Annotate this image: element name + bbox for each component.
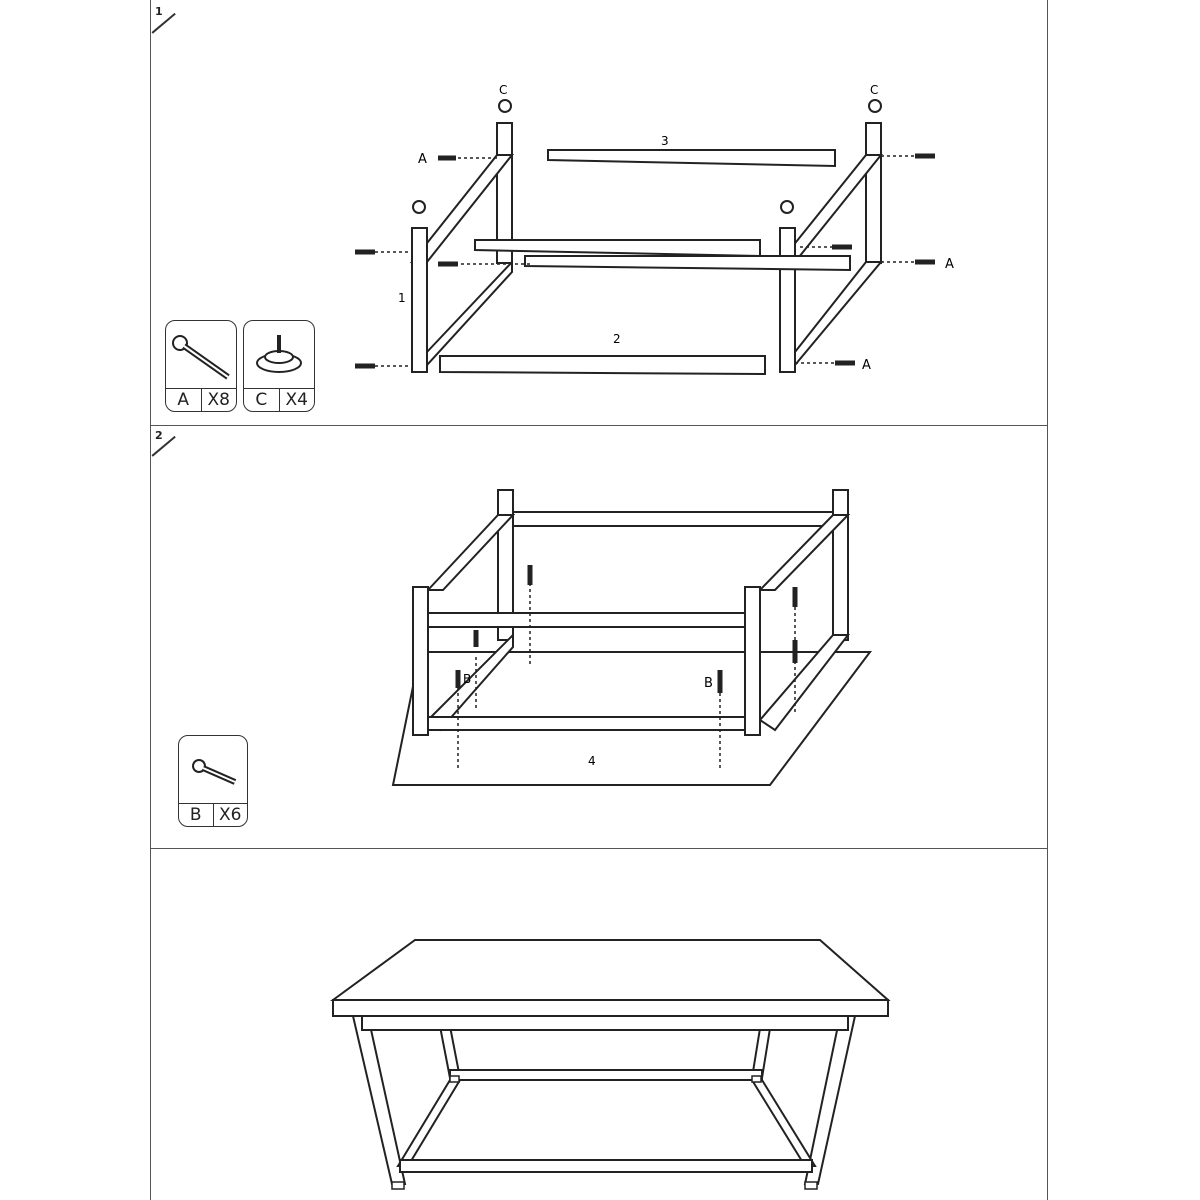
right-bottom-side-rail [750, 1079, 817, 1167]
step-divider [150, 848, 1048, 849]
assembled-table-diagram [329, 939, 891, 1190]
back-bottom-beam [449, 1069, 763, 1081]
front-beam-part-2 [439, 355, 766, 376]
left-bottom-side-rail [426, 259, 513, 368]
part-quantity: X4 [278, 389, 315, 411]
foot-pad-c [780, 200, 794, 214]
screw-label-b: B [463, 672, 471, 686]
front-right-leg [744, 586, 761, 736]
bottom-back-beam [524, 255, 851, 272]
foot-pad [804, 1181, 818, 1190]
parts-box-screw-b: B X6 [178, 735, 248, 827]
step-1-exploded-frame-diagram: A A A C C 1 2 3 [355, 83, 954, 376]
foot-pad-c [412, 200, 426, 214]
left-top-side-rail [425, 514, 516, 591]
back-top-beam [512, 511, 834, 527]
back-right-leg [865, 122, 882, 264]
front-left-leg [411, 227, 428, 373]
foot-pad [751, 1075, 762, 1083]
front-right-leg [803, 1015, 857, 1185]
instruction-sheet-frame [150, 0, 1048, 1200]
part-letter: B [189, 805, 202, 825]
back-beam-label: 3 [661, 134, 669, 148]
back-right-leg [832, 489, 849, 641]
screw-icon [192, 759, 237, 785]
parts-box-foot-c: C X4 [243, 320, 315, 412]
tabletop-surface [329, 939, 891, 1001]
part-quantity: X6 [212, 804, 248, 826]
parts-box-bolt-a: A X8 [165, 320, 237, 412]
front-bottom-beam [399, 1159, 813, 1173]
part-letter: A [177, 390, 190, 410]
bolt-label-a: A [418, 152, 427, 167]
right-bottom-side-rail [794, 261, 884, 368]
right-bottom-side-rail [758, 634, 851, 732]
step-2-tabletop-diagram: B B 4 [391, 489, 873, 786]
right-top-side-rail [757, 514, 851, 591]
step-1-number: 1 [155, 5, 163, 18]
front-left-leg [412, 586, 429, 736]
foot-pad [449, 1075, 460, 1083]
front-apron [361, 1015, 849, 1031]
screw-label-b: B [704, 676, 713, 691]
foot-pad-icon [256, 335, 302, 373]
step-divider [150, 425, 1048, 426]
front-bottom-beam [427, 716, 746, 731]
foot-pad-c [498, 99, 512, 113]
part-letter: C [255, 390, 268, 410]
leg-frame-label: 1 [398, 291, 406, 305]
part-quantity: X8 [200, 389, 237, 411]
front-right-leg [779, 227, 796, 373]
step-2-number: 2 [155, 429, 163, 442]
left-bottom-side-rail [396, 1079, 462, 1167]
tabletop-label: 4 [588, 754, 596, 768]
foot-pad-label-c: C [499, 83, 507, 97]
front-left-leg [351, 1015, 407, 1185]
middle-beam [474, 239, 761, 258]
bolt-label-a: A [862, 358, 871, 373]
bolt-label-a: A [945, 257, 954, 272]
front-beam-label: 2 [613, 332, 621, 346]
back-beam-part-3 [547, 149, 836, 168]
bolt-icon [172, 335, 230, 380]
foot-pad-c [868, 99, 882, 113]
front-top-beam [427, 612, 746, 628]
tabletop-edge [332, 999, 889, 1017]
foot-pad-label-c: C [870, 83, 878, 97]
foot-pad [391, 1181, 405, 1190]
